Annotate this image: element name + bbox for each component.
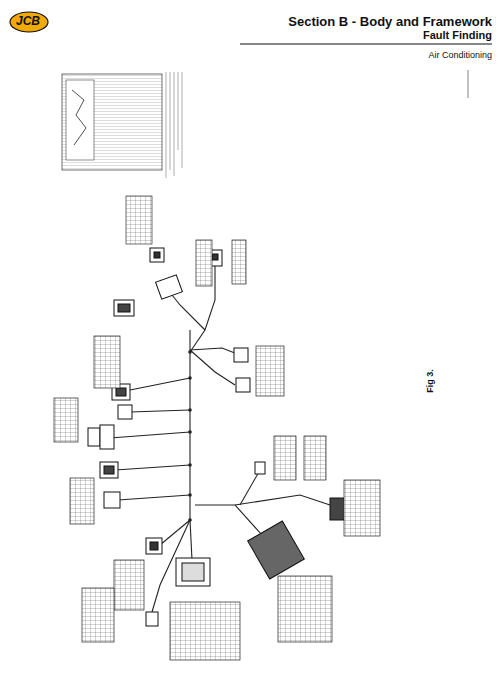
header-rule bbox=[240, 44, 492, 45]
section-subtitle: Fault Finding bbox=[423, 29, 492, 41]
logo-oval bbox=[10, 12, 48, 32]
pin-tables bbox=[54, 240, 380, 660]
figure-caption: Fig 3. bbox=[425, 369, 435, 393]
page-topic: Air Conditioning bbox=[428, 50, 492, 60]
logo-text: JCB bbox=[16, 14, 40, 28]
harness-wires bbox=[110, 265, 330, 612]
connectors bbox=[88, 248, 348, 626]
page-title: Section B - Body and Framework bbox=[288, 14, 492, 29]
